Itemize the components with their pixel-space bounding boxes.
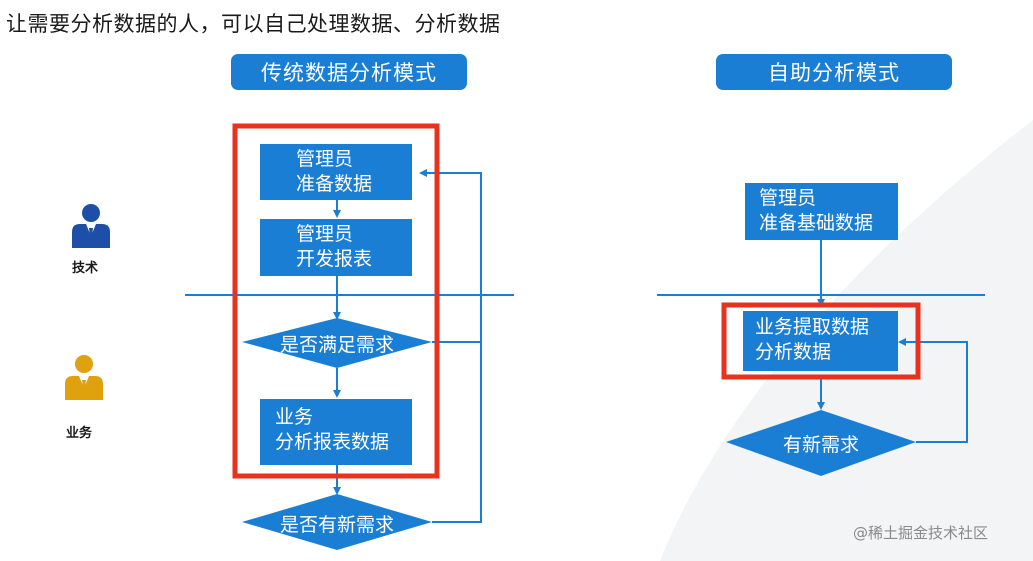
title-self-service-mode: 自助分析模式 bbox=[716, 54, 952, 90]
role-label-tech: 技术 bbox=[72, 261, 99, 276]
watermark: @稀土掘金技术社区 bbox=[853, 524, 989, 542]
loop-right-back bbox=[898, 338, 968, 443]
process-admin-prepare-base-data: 管理员 准备基础数据 bbox=[745, 183, 898, 240]
process-line: 管理员 bbox=[759, 187, 817, 209]
process-line: 准备基础数据 bbox=[759, 212, 874, 234]
title-traditional-mode: 传统数据分析模式 bbox=[231, 54, 467, 90]
process-line: 业务 bbox=[275, 406, 314, 428]
highlight-frame-self-service bbox=[721, 302, 921, 380]
headline: 让需要分析数据的人，可以自己处理数据、分析数据 bbox=[6, 12, 501, 36]
process-line: 准备数据 bbox=[296, 173, 373, 195]
loop-decision2-back bbox=[419, 169, 482, 523]
process-line: 业务提取数据 bbox=[755, 316, 870, 338]
highlight-frame-traditional bbox=[232, 123, 440, 479]
process-business-extract-analyze: 业务提取数据 分析数据 bbox=[743, 311, 898, 371]
process-line: 开发报表 bbox=[296, 248, 373, 270]
decision-has-new-needs-label: 有新需求 bbox=[782, 434, 859, 456]
tech-person-icon bbox=[72, 204, 110, 248]
process-business-analyze-report: 业务 分析报表数据 bbox=[260, 399, 412, 465]
process-line: 分析数据 bbox=[755, 341, 832, 363]
decision-new-needs-label: 是否有新需求 bbox=[279, 514, 394, 536]
decision-meets-needs-label: 是否满足需求 bbox=[279, 334, 394, 356]
process-admin-prepare-data: 管理员 准备数据 bbox=[260, 144, 412, 200]
process-line: 管理员 bbox=[296, 148, 354, 170]
decision-meets-needs bbox=[242, 318, 432, 368]
process-admin-develop-report: 管理员 开发报表 bbox=[260, 219, 412, 276]
decision-new-needs bbox=[242, 494, 432, 550]
process-line: 分析报表数据 bbox=[275, 431, 390, 453]
business-person-icon bbox=[65, 355, 103, 400]
process-line: 管理员 bbox=[296, 223, 354, 245]
decision-has-new-needs bbox=[726, 410, 916, 476]
role-label-business: 业务 bbox=[66, 426, 93, 441]
